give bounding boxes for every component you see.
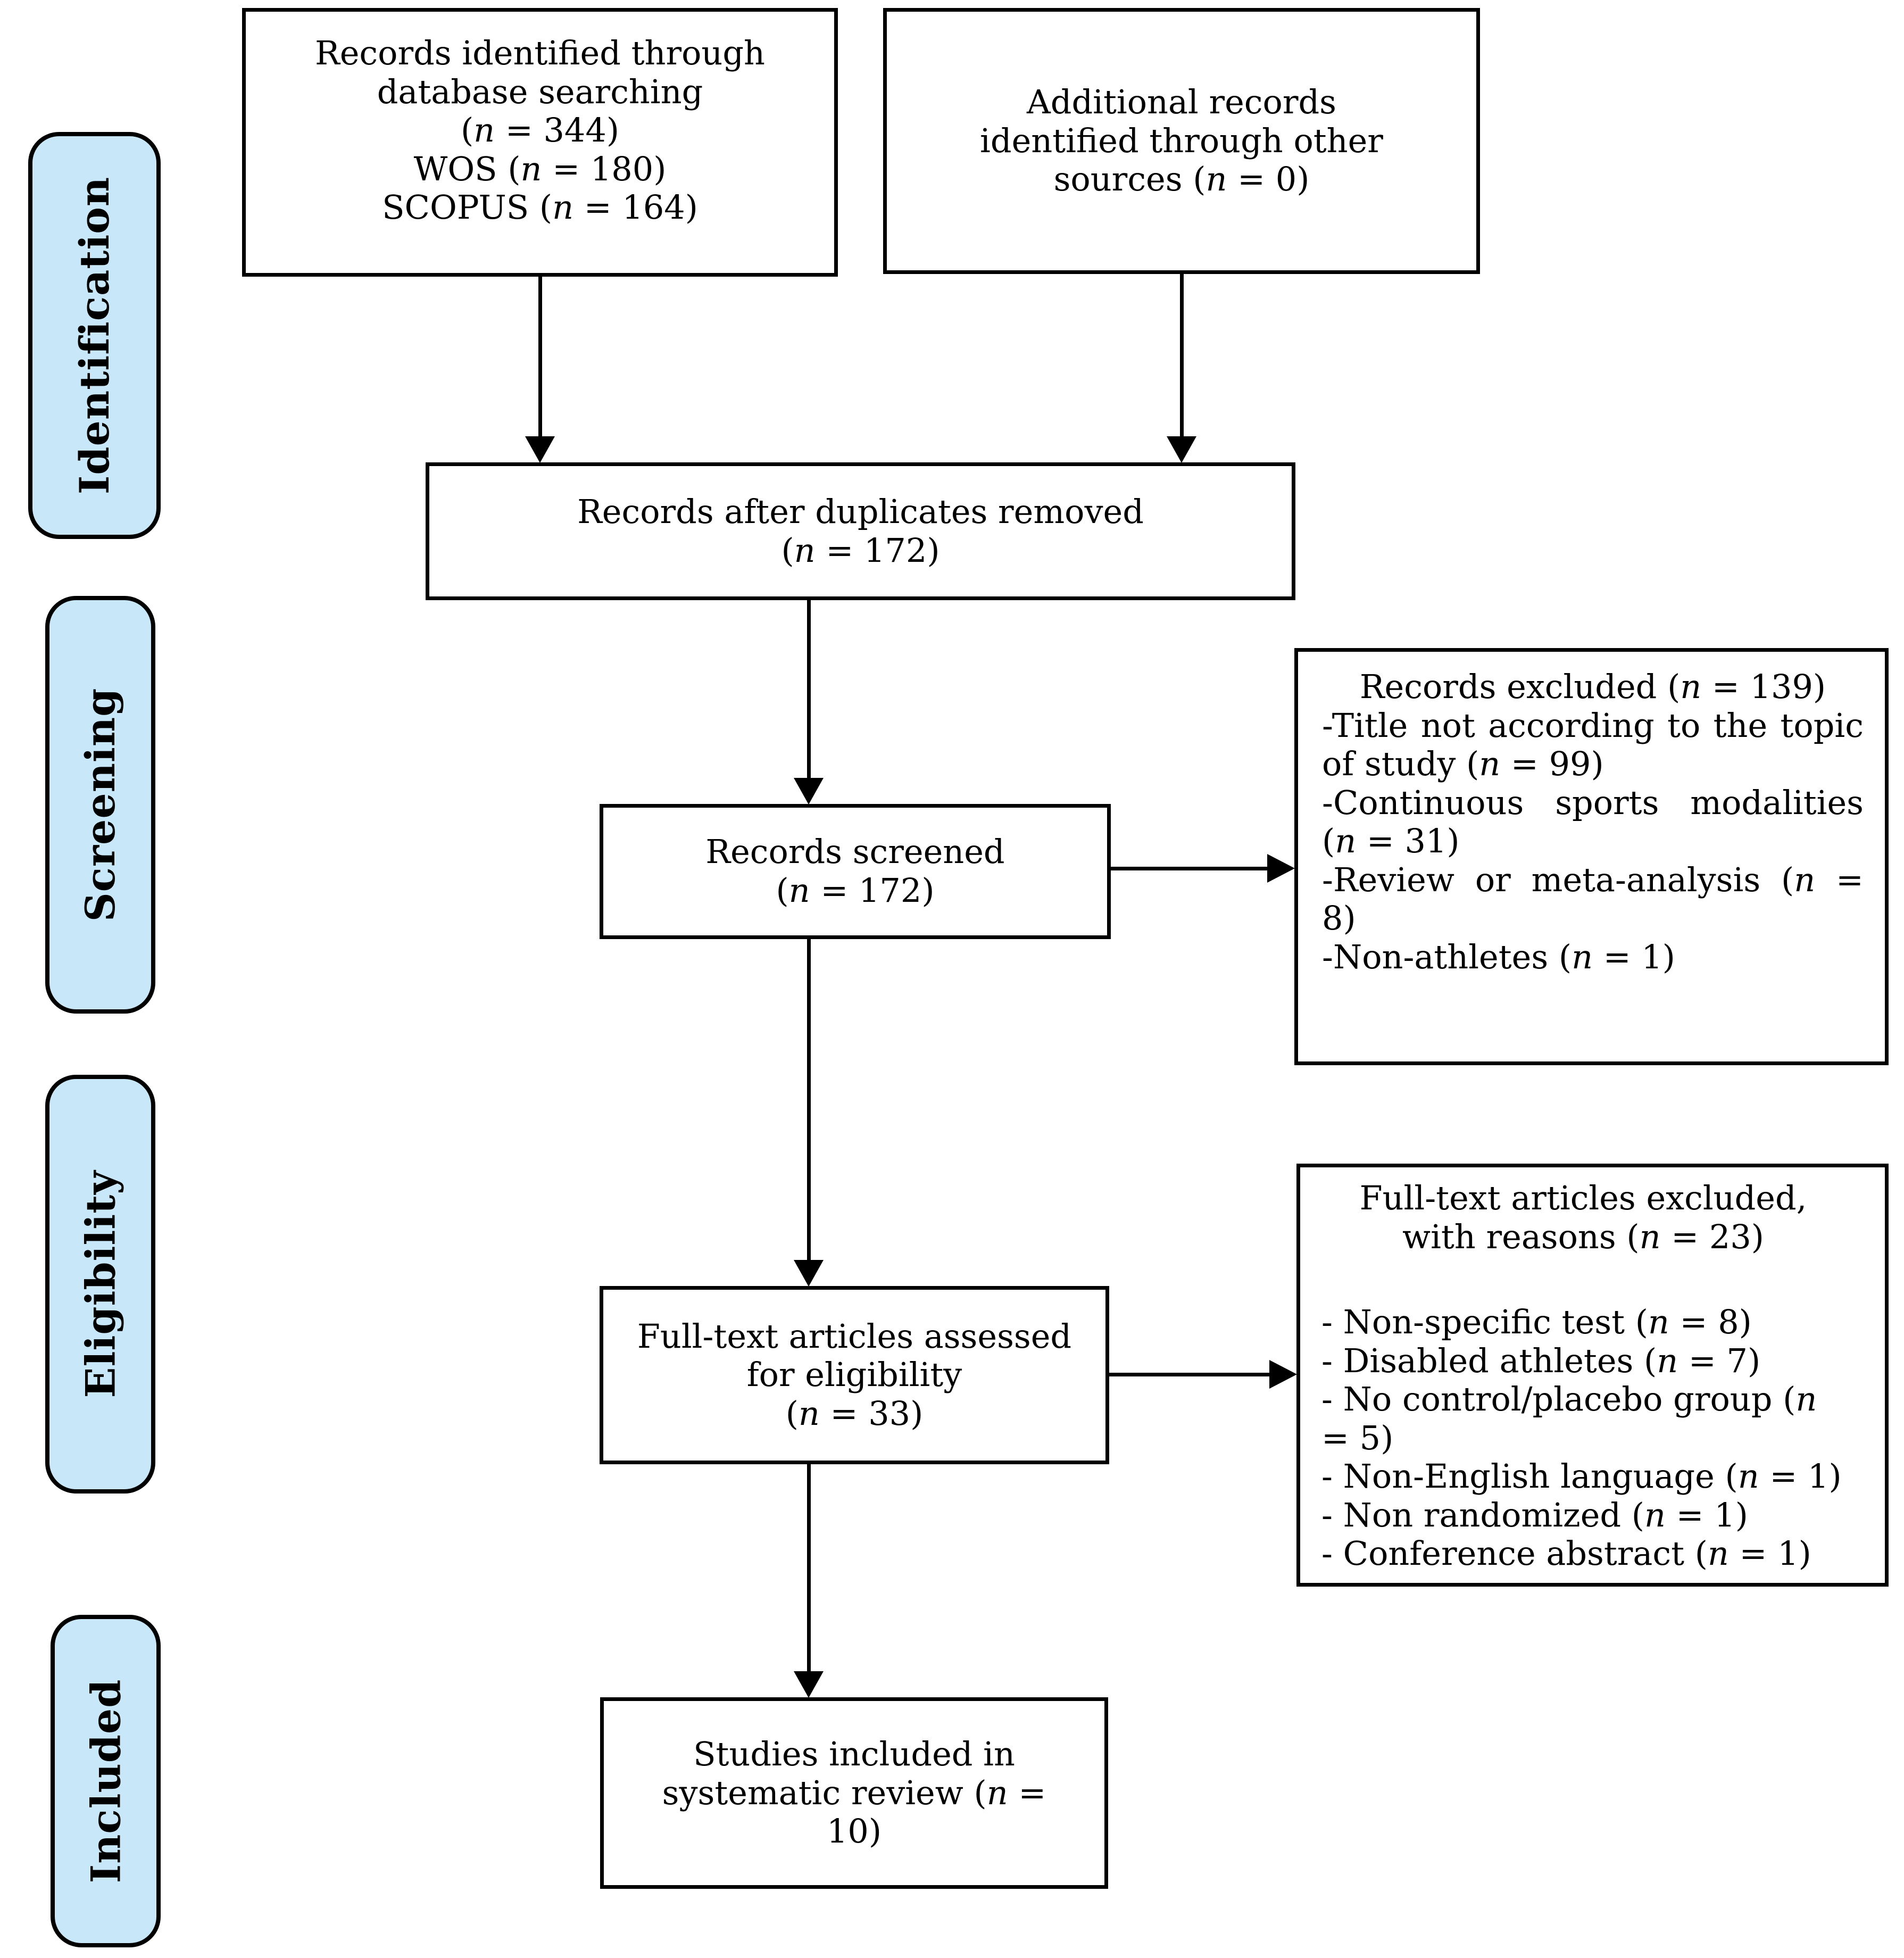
box-studies-included: Studies included in systematic review (n… (600, 1697, 1108, 1889)
box-text-line: Records screened (705, 832, 1005, 872)
arrow-duplicates-to-screened-line (807, 600, 811, 778)
arrow-fulltext-to-excluded-line (1109, 1373, 1270, 1376)
box-text-line: - Non-English language (n = 1) (1321, 1457, 1842, 1496)
box-text-line: WOS (n = 180) (413, 149, 667, 188)
box-text-line: - Disabled athletes (n = 7) (1321, 1341, 1761, 1380)
arrow-fulltext-to-included-line (807, 1464, 811, 1672)
stage-box-included: Included (51, 1615, 161, 1947)
stage-box-screening: Screening (45, 596, 155, 1014)
arrow-duplicates-to-screened-head-icon (794, 778, 824, 804)
box-text-line: (n = 344) (460, 111, 620, 150)
box-text-line: - Non-specific test (n = 8) (1321, 1302, 1752, 1342)
stage-box-eligibility: Eligibility (45, 1075, 155, 1494)
box-text-line: (n = 172) (781, 530, 940, 570)
stage-box-identification: Identification (28, 132, 161, 539)
arrow-additional-to-duplicates-head-icon (1167, 436, 1196, 463)
stage-label-identification: Identification (71, 176, 119, 495)
arrow-fulltext-to-included-head-icon (794, 1671, 824, 1698)
arrow-identified-to-duplicates-line (538, 277, 542, 438)
box-fulltext-excluded: Full-text articles excluded, with reason… (1296, 1164, 1889, 1587)
box-text-line: -Title not according to the topic of stu… (1322, 706, 1864, 784)
box-text-line: Records identified through database sear… (315, 34, 765, 111)
box-fulltext-assessed: Full-text articles assessed for eligibil… (600, 1286, 1109, 1464)
box-text-line: (n = 172) (776, 871, 935, 910)
arrow-fulltext-to-excluded-head-icon (1269, 1360, 1297, 1389)
box-text-line: -Review or meta-analysis (n = 8) (1322, 860, 1864, 938)
box-text-line: Full-text articles assessed for eligibil… (637, 1316, 1072, 1395)
box-text-line: -Continuous sports modalities (n = 31) (1322, 783, 1864, 861)
box-text-line: - Non randomized (n = 1) (1321, 1495, 1748, 1534)
arrow-screened-to-excluded-line (1111, 867, 1269, 870)
arrow-screened-to-excluded-head-icon (1267, 854, 1295, 883)
box-records-excluded: Records excluded (n = 139)-Title not acc… (1294, 648, 1889, 1065)
box-text-line: Records excluded (n = 139) (1359, 667, 1826, 706)
stage-label-eligibility: Eligibility (77, 1170, 124, 1398)
box-additional-records: Additional records identified through ot… (883, 8, 1480, 274)
stage-label-included: Included (82, 1679, 129, 1884)
arrow-screened-to-fulltext-line (807, 939, 811, 1260)
box-records-screened: Records screened(n = 172) (600, 804, 1111, 939)
box-text-line: - Conference abstract (n = 1) (1321, 1534, 1811, 1573)
box-records-identified: Records identified through database sear… (242, 8, 838, 277)
stage-label-screening: Screening (77, 687, 124, 922)
box-text-line: (n = 33) (785, 1393, 924, 1433)
box-text-line: SCOPUS (n = 164) (382, 188, 698, 227)
box-text-line: Studies included in systematic review (n… (662, 1735, 1046, 1851)
arrow-additional-to-duplicates-line (1180, 274, 1184, 438)
box-text-line: -Non-athletes (n = 1) (1322, 937, 1675, 976)
arrow-identified-to-duplicates-head-icon (525, 436, 555, 463)
box-text-line: Additional records identified through ot… (980, 82, 1383, 199)
arrow-screened-to-fulltext-head-icon (794, 1260, 824, 1287)
box-text-line: Records after duplicates removed (577, 492, 1144, 531)
box-text-line: - No control/placebo group (n = 5) (1321, 1380, 1817, 1457)
box-text-line: Full-text articles excluded, with reason… (1359, 1179, 1807, 1256)
box-duplicates-removed: Records after duplicates removed(n = 172… (426, 462, 1295, 600)
